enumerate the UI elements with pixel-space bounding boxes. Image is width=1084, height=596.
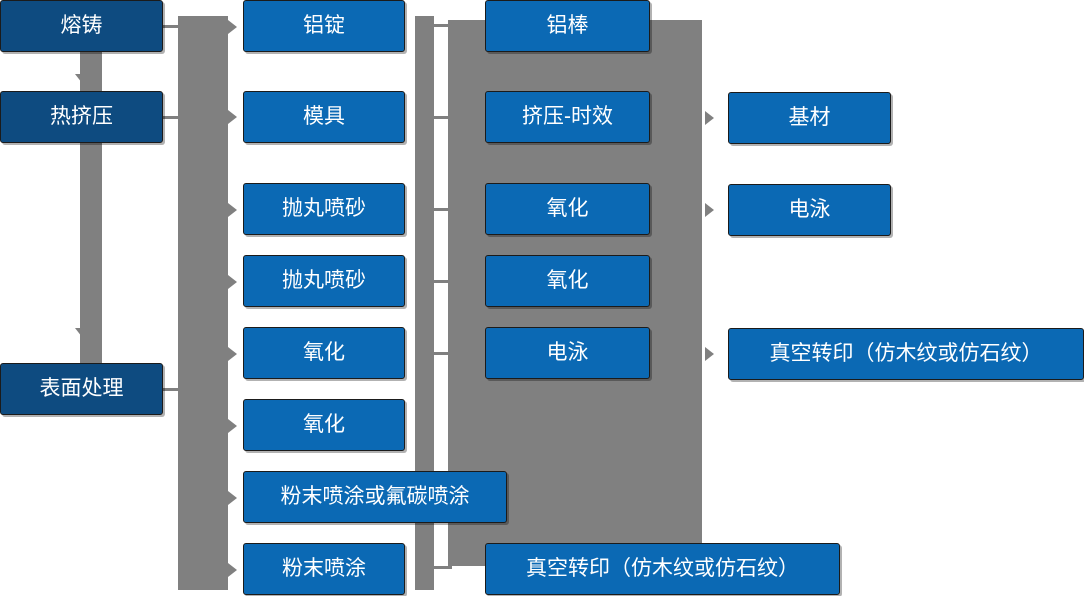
sub-box-shot-blast-2[interactable]: 抛丸喷砂 <box>243 255 405 307</box>
stage-stub-melt <box>163 25 185 28</box>
sub-box-aluminum-ingot[interactable]: 铝锭 <box>243 0 405 52</box>
sub-arrowhead-oxidation-1 <box>228 347 237 361</box>
output-arrowhead-base-material <box>705 111 714 125</box>
sub-box-oxidation-1[interactable]: 氧化 <box>243 327 405 379</box>
stage-box-melt-cast[interactable]: 熔铸 <box>0 0 163 52</box>
stage-spine-arrowhead-2 <box>75 328 89 337</box>
sub-box-shot-blast-1[interactable]: 抛丸喷砂 <box>243 183 405 235</box>
output-box-vacuum-transfer[interactable]: 真空转印（仿木纹或仿石纹） <box>728 328 1084 380</box>
sub-process-distribution-bar <box>178 16 228 590</box>
treatment-stub-3 <box>434 208 452 211</box>
treatment-stub-2 <box>434 116 452 119</box>
treatment-stub-1 <box>434 24 452 27</box>
treatment-stub-4 <box>434 280 452 283</box>
treatment-box-aluminum-bar[interactable]: 铝棒 <box>485 0 650 52</box>
treatment-box-extrusion-aging[interactable]: 挤压-时效 <box>485 91 650 143</box>
stage-stub-surface <box>163 388 185 391</box>
output-box-electrophoresis[interactable]: 电泳 <box>728 184 891 236</box>
stage-box-hot-extrusion[interactable]: 热挤压 <box>0 91 163 143</box>
stage-spine-arrowhead-1 <box>75 74 89 83</box>
treatment-box-oxidation-2[interactable]: 氧化 <box>485 255 650 307</box>
treatment-stub-5 <box>434 352 452 355</box>
sub-box-powder-coating[interactable]: 粉末喷涂 <box>243 543 405 595</box>
sub-box-oxidation-2[interactable]: 氧化 <box>243 399 405 451</box>
sub-arrowhead-shot-blast-2 <box>228 275 237 289</box>
sub-arrowhead-aluminum-ingot <box>228 20 237 34</box>
sub-arrowhead-powder-or-pvdf <box>228 491 237 505</box>
treatment-spine-connector <box>415 16 434 590</box>
treatment-box-vacuum-transfer[interactable]: 真空转印（仿木纹或仿石纹） <box>485 543 840 595</box>
output-arrowhead-electrophoresis <box>705 203 714 217</box>
treatment-box-oxidation-1[interactable]: 氧化 <box>485 183 650 235</box>
treatment-box-electrophoresis[interactable]: 电泳 <box>485 327 650 379</box>
sub-arrowhead-mold <box>228 110 237 124</box>
stage-box-surface-treatment[interactable]: 表面处理 <box>0 363 163 415</box>
sub-arrowhead-oxidation-2 <box>228 419 237 433</box>
sub-box-mold[interactable]: 模具 <box>243 91 405 143</box>
output-arrowhead-vacuum-transfer <box>705 347 714 361</box>
sub-arrowhead-shot-blast-1 <box>228 203 237 217</box>
stage-stub-extrude <box>163 116 185 119</box>
sub-box-powder-or-fluorocarbon-coating[interactable]: 粉末喷涂或氟碳喷涂 <box>243 471 507 523</box>
sub-arrowhead-powder-coating <box>228 563 237 577</box>
output-box-base-material[interactable]: 基材 <box>728 92 891 144</box>
treatment-stub-6 <box>434 566 452 569</box>
